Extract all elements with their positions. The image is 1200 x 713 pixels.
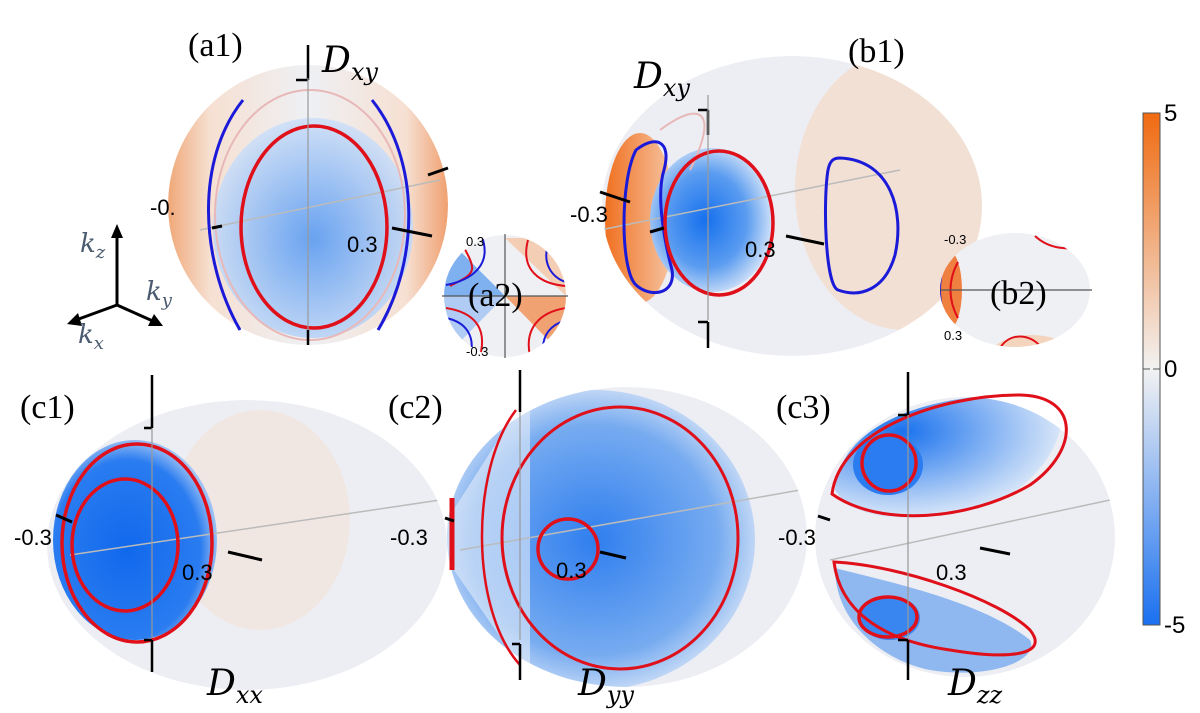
contour-positive <box>536 517 600 581</box>
tick-bottom-b2: 0.3 <box>944 328 962 343</box>
tick-pos-b1: 0.3 <box>745 237 776 262</box>
tick-neg-c2: -0.3 <box>390 525 428 550</box>
tick-bottom-a2: -0.3 <box>466 344 488 359</box>
tick-top-a2: 0.3 <box>466 234 484 249</box>
panel-label-c2: (c2) <box>388 389 443 426</box>
panel-label-c1: (c1) <box>20 389 75 426</box>
axis-label-kx: kx <box>78 320 104 354</box>
component-label-b1: Dxy <box>633 56 690 102</box>
panel-c1: (c1) Dxx -0.3 0.3 <box>14 375 447 709</box>
contour-positive <box>857 595 919 639</box>
panel-b2: -0.3 0.3 (b2) <box>940 232 1092 347</box>
tick-neg-c1: -0.3 <box>14 525 52 550</box>
axes-triad: kz ky kx <box>67 224 173 354</box>
axis-label-ky: ky <box>146 277 173 311</box>
contour-negative <box>207 99 245 331</box>
panel-label-b1: (b1) <box>848 33 905 70</box>
colorbar-mid-label: 0 <box>1164 356 1177 383</box>
panel-label-a2: (a2) <box>468 277 523 314</box>
contour-positive <box>70 477 180 613</box>
colorbar-min-label: -5 <box>1164 612 1185 639</box>
contour-negative <box>823 156 900 295</box>
contour-negative <box>622 140 674 294</box>
panel-c3: (c3) Dzz -0.3 0.3 <box>776 372 1115 709</box>
contour-positive <box>663 149 775 297</box>
contour-positive <box>239 124 389 330</box>
tick-neg-c3: -0.3 <box>778 525 816 550</box>
panel-label-a1: (a1) <box>188 27 243 64</box>
contour-positive <box>500 405 740 671</box>
contour-negative <box>370 99 411 331</box>
tick-pos-a1: 0.3 <box>347 232 378 257</box>
panel-a1: (a1) Dxy -0. 0.3 <box>150 27 449 345</box>
tick-pos-c3: 0.3 <box>936 560 967 585</box>
contour-positive <box>832 560 1037 657</box>
component-label-c2: Dyy <box>577 663 634 709</box>
component-label-c1: Dxx <box>206 663 263 709</box>
panel-label-b2: (b2) <box>990 275 1047 312</box>
tick-pos-c1: 0.3 <box>182 560 213 585</box>
contour-positive <box>830 393 1068 518</box>
tick-neg-b1: -0.3 <box>570 202 608 227</box>
axis-label-kz: kz <box>80 229 106 263</box>
component-label-c3: Dzz <box>947 663 1003 709</box>
panel-c2: (c2) Dyy -0.3 0.3 <box>388 370 807 709</box>
tick-top-b2: -0.3 <box>944 232 966 247</box>
colorbar-max-label: 5 <box>1164 100 1177 127</box>
colorbar: 5 0 -5 <box>1142 100 1185 639</box>
tick-pos-c2: 0.3 <box>556 558 587 583</box>
contour-positive <box>60 442 214 644</box>
component-label-a1: Dxy <box>321 40 378 86</box>
tick-neg-a1: -0. <box>150 195 176 220</box>
contour-positive <box>860 433 918 493</box>
panel-a2: 0.3 -0.3 (a2) <box>442 234 568 359</box>
panel-label-c3: (c3) <box>776 389 831 426</box>
